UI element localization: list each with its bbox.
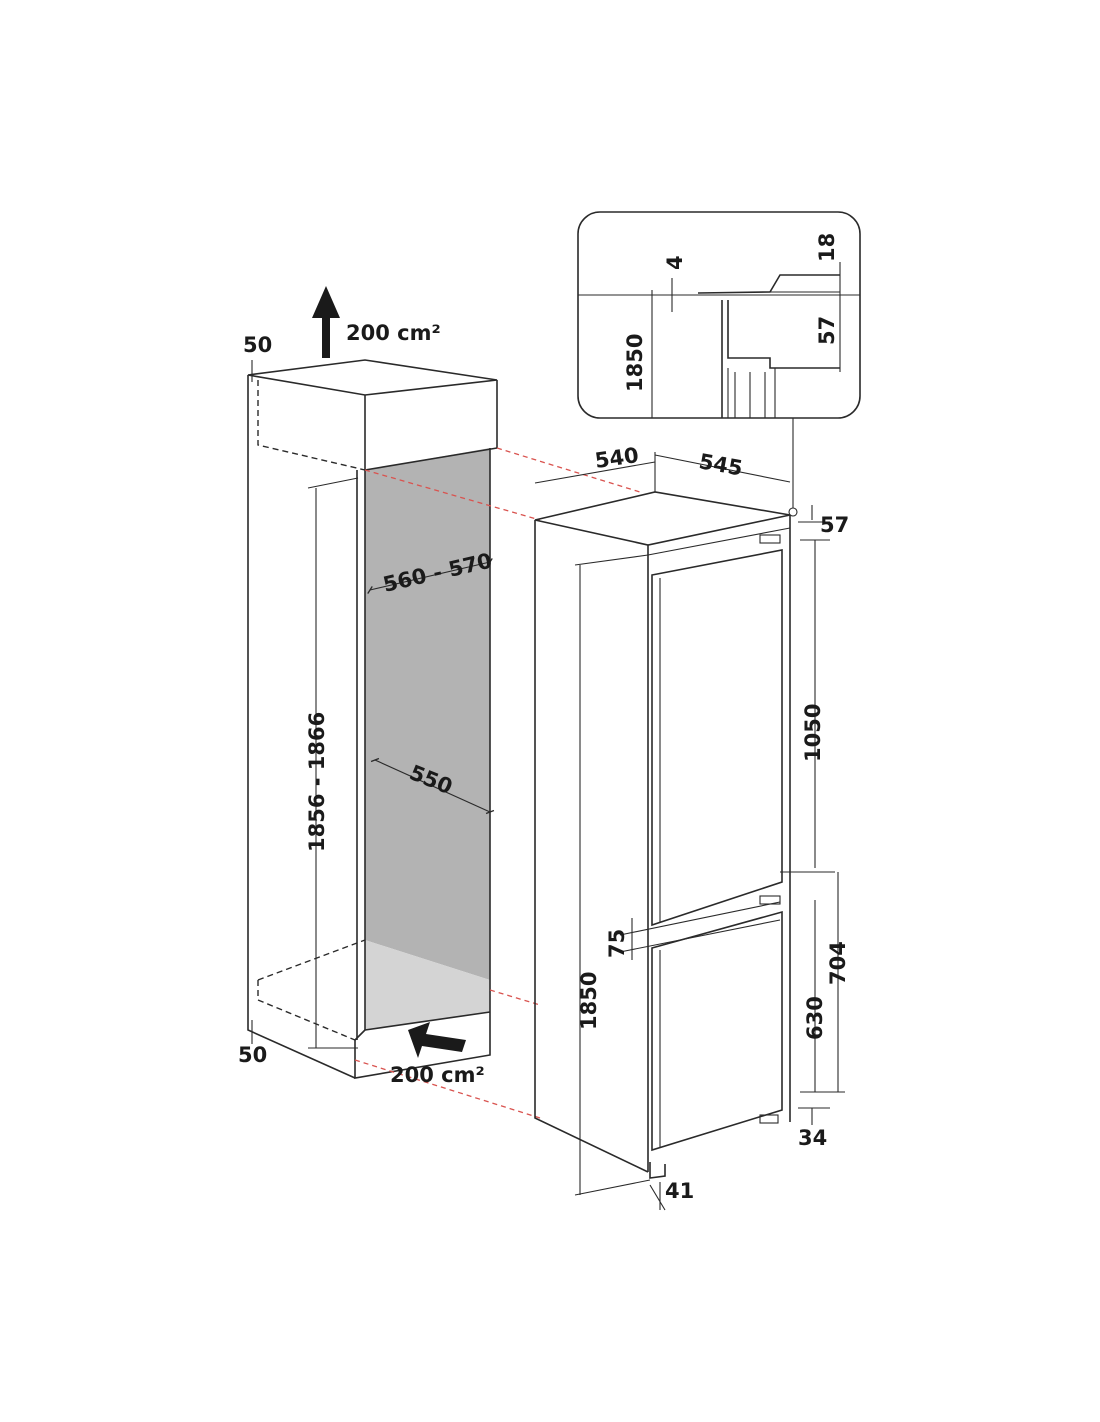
label-upper-door: 1050 <box>801 704 825 762</box>
label-vent-bottom: 200 cm² <box>390 1063 485 1087</box>
label-lower-section: 704 <box>826 941 850 985</box>
lower-door <box>651 910 783 1152</box>
cabinet-niche <box>247 359 498 1079</box>
label-door-gap: 75 <box>605 929 629 958</box>
label-lower-door: 630 <box>803 996 827 1040</box>
label-detail-offset: 57 <box>815 316 839 345</box>
label-detail-gap: 4 <box>663 255 687 270</box>
label-detail-height: 1850 <box>623 334 647 392</box>
upper-door <box>651 549 783 927</box>
appliance <box>534 491 791 1179</box>
niche-back-wall <box>365 448 490 980</box>
label-top-offset: 57 <box>820 513 849 537</box>
detail-inset <box>577 211 861 419</box>
label-appliance-height: 1850 <box>577 972 601 1030</box>
label-top-gap: 50 <box>243 333 272 357</box>
label-detail-thickness: 18 <box>815 233 839 262</box>
niche-floor <box>365 940 490 1030</box>
label-appliance-width: 540 <box>593 443 640 473</box>
label-foot-depth: 41 <box>665 1179 694 1203</box>
label-foot-height: 34 <box>798 1126 827 1150</box>
label-bottom-gap: 50 <box>238 1043 267 1067</box>
label-niche-height: 1856 - 1866 <box>305 712 329 852</box>
projection-lines <box>354 447 641 1119</box>
label-vent-top: 200 cm² <box>346 321 441 345</box>
arrow-in-icon <box>408 1022 466 1058</box>
arrow-up-icon <box>312 286 340 358</box>
label-appliance-depth: 545 <box>697 449 744 480</box>
